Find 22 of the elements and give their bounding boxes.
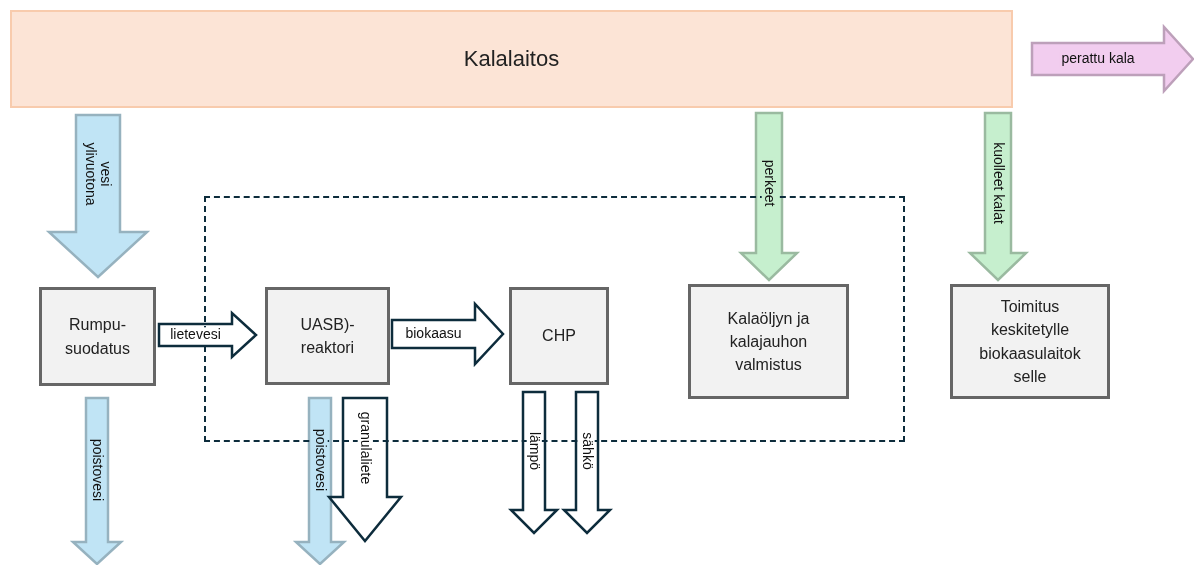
box-label: Toimitus keskitetylle biokaasulaitok selle [978,297,1082,387]
block-arrow [737,111,801,282]
box-label: Rumpu- suodatus [64,315,131,359]
plant-box [10,10,1013,108]
box-label: Kalalaitos [463,45,560,74]
edge-label: perkeet [761,157,777,209]
box-label: Kalaöljyn ja kalajauhon valmistus [726,308,811,376]
process-box [509,287,609,385]
edge-label: granulaliete [357,409,373,486]
box-label: CHP [542,326,576,347]
edge-label: lietevesi [168,327,223,343]
process-box [265,287,390,385]
box-label: UASB)- reaktori [299,314,356,358]
edge-label: lämpö [526,429,542,473]
edge-label: perattu kala [1059,51,1137,67]
edge-label: sähkö [579,430,595,472]
process-box [688,284,849,399]
block-arrow [561,390,613,535]
process-box [950,284,1110,399]
edge-label: poistovesi [312,426,328,494]
process-box [39,287,156,386]
edge-label: poistovesi [89,436,105,504]
